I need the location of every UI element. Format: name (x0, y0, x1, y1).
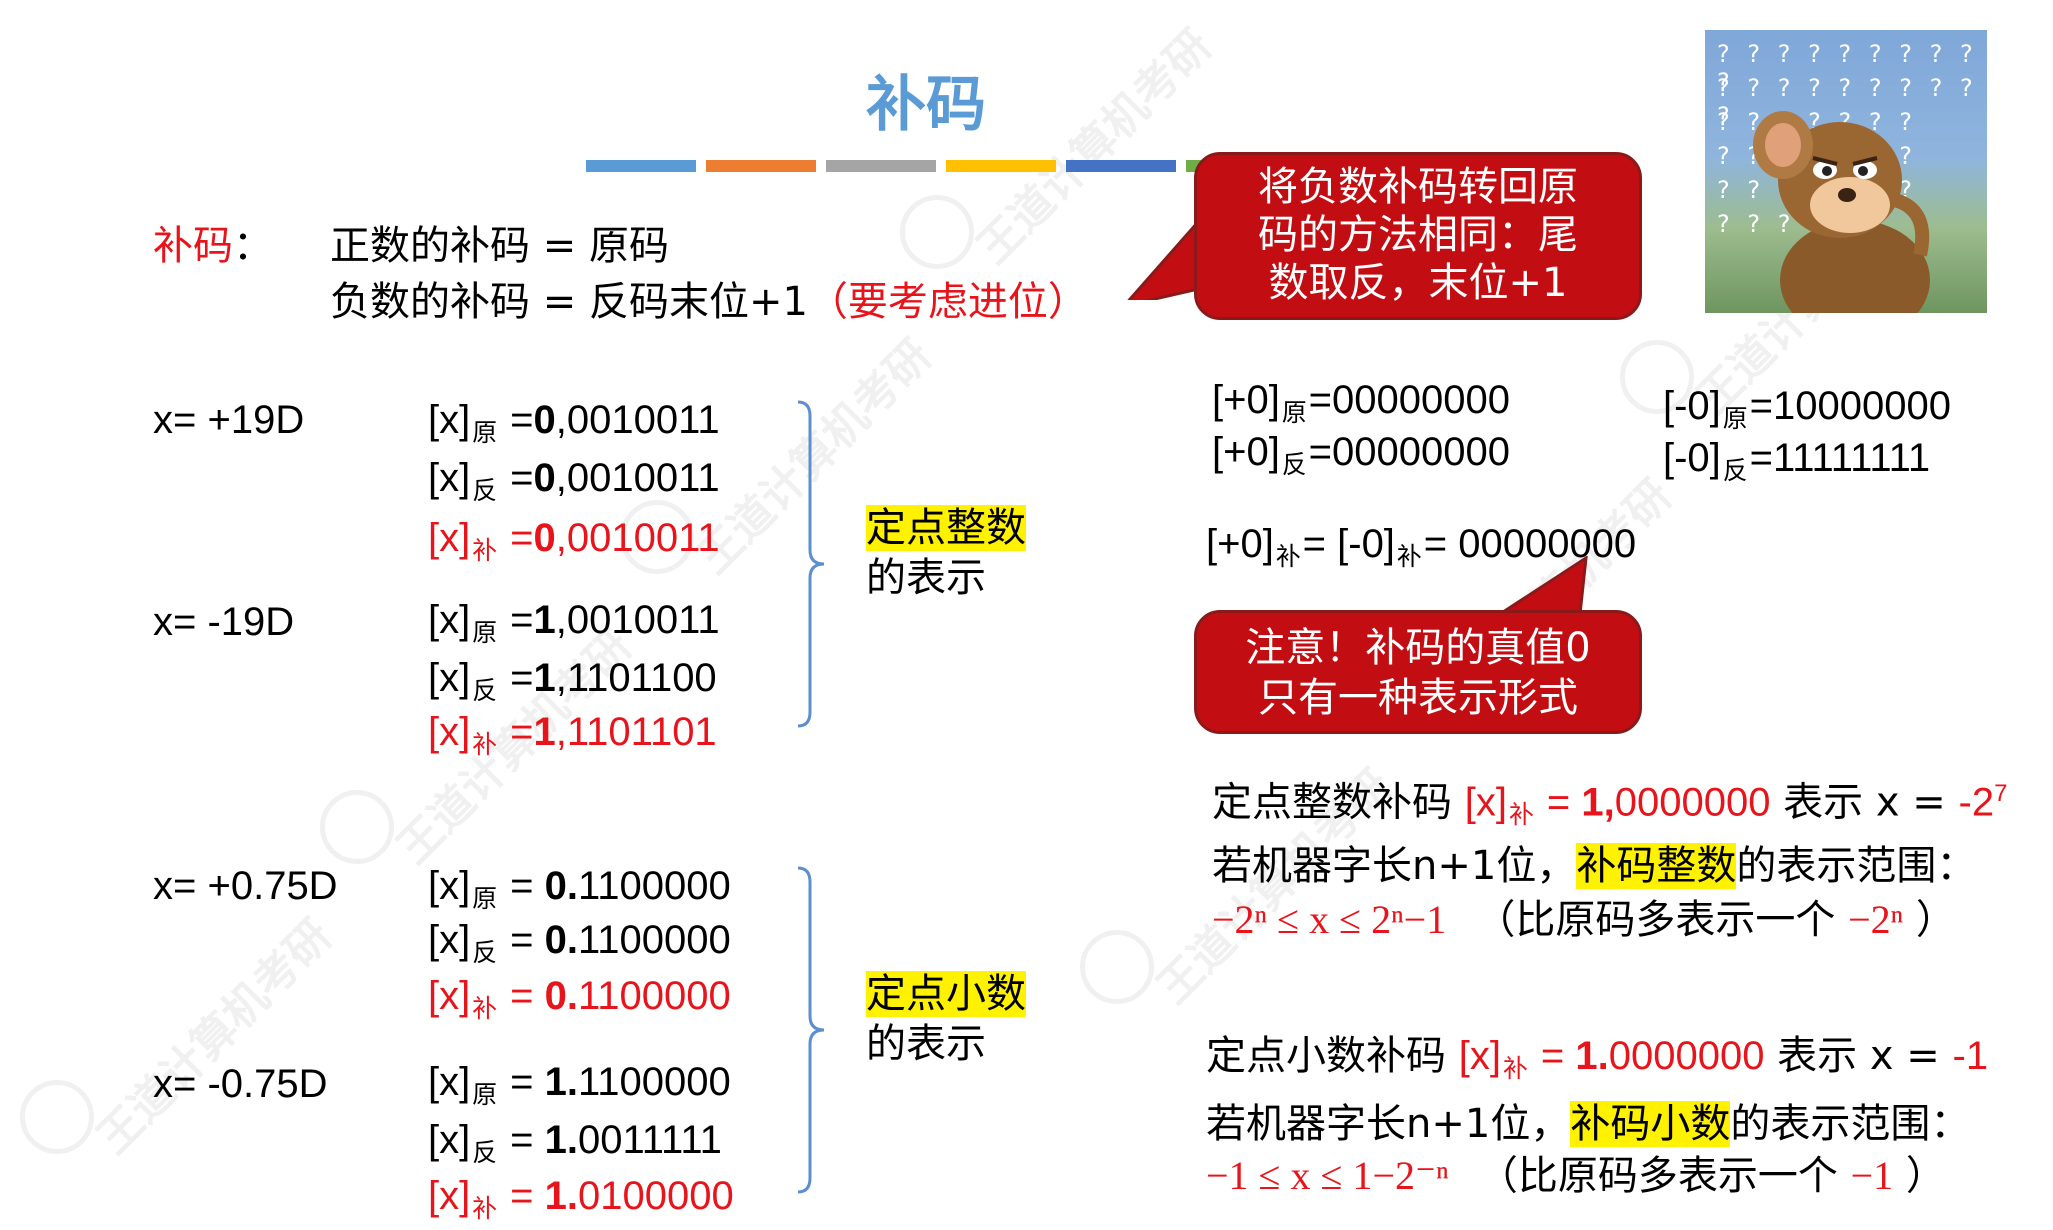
definition-line-2: 负数的补码 = 反码末位+1（要考虑进位） (330, 279, 1088, 325)
x-value: x= -0.75D (153, 1062, 328, 1106)
mouse-icon (1753, 111, 1930, 313)
code-row-inverse: [x]反 = 0.1100000 (428, 918, 731, 967)
code-row-original: [x]原 = 0.1100000 (428, 864, 731, 913)
code-row-inverse: [x]反 =1,1101100 (428, 656, 717, 705)
code-row-complement: [x]补 =0,0010011 (428, 516, 720, 565)
code-row-original: [x]原 =1,0010011 (428, 598, 720, 647)
code-row-complement: [x]补 = 0.1100000 (428, 974, 731, 1023)
color-bar (1066, 160, 1176, 172)
watermark-logo (320, 790, 394, 864)
code-row-complement: [x]补 =1,1101101 (428, 710, 717, 759)
color-bar (826, 160, 936, 172)
x-value: x= +19D (153, 398, 305, 442)
zero-positive-original: [+0]原=00000000 (1212, 378, 1510, 427)
color-bar (586, 160, 696, 172)
fraction-range-formula: −1 ≤ x ≤ 1−2⁻ⁿ （比原码多表示一个 −1 ） (1206, 1153, 1946, 1199)
integer-min-statement: 定点整数补码 [x]补 = 1,0000000 表示 x = -27 (1212, 779, 2008, 830)
integer-range-formula: −2ⁿ ≤ x ≤ 2ⁿ−1 （比原码多表示一个 −2ⁿ ） (1212, 897, 1956, 943)
code-row-inverse: [x]反 = 1.0011111 (428, 1118, 722, 1167)
integer-representation-label: 定点整数 (866, 505, 1026, 551)
zero-complement: [+0]补= [-0]补= 00000000 (1206, 522, 1637, 571)
zero-negative-original: [-0]原=10000000 (1663, 384, 1951, 433)
watermark-logo (620, 500, 694, 574)
watermark-logo (900, 195, 974, 269)
code-row-complement: [x]补 = 1.0100000 (428, 1174, 734, 1223)
integer-range-statement: 若机器字长n+1位，补码整数的表示范围： (1212, 843, 1977, 889)
code-row-inverse: [x]反 =0,0010011 (428, 456, 720, 505)
fraction-brace (797, 866, 825, 1194)
x-value: x= +0.75D (153, 864, 338, 908)
fraction-representation-label-2: 的表示 (866, 1021, 986, 1067)
definition-label: 补码： (153, 223, 273, 269)
zero-negative-inverse: [-0]反=11111111 (1663, 436, 1931, 485)
color-bar (706, 160, 816, 172)
page-title: 补码 (866, 70, 986, 140)
callout-convert-back: 将负数补码转回原 码的方法相同：尾 数取反，末位+1 (1194, 152, 1642, 320)
watermark-logo (1080, 930, 1154, 1004)
definition-line-1: 正数的补码 = 原码 (330, 223, 669, 269)
callout-pointer (1494, 556, 1588, 616)
code-row-original: [x]原 =0,0010011 (428, 398, 720, 447)
watermark-logo (1620, 340, 1694, 414)
callout-note-zero: 注意！补码的真值0 只有一种表示形式 (1194, 610, 1642, 734)
fraction-range-statement: 若机器字长n+1位，补码小数的表示范围： (1206, 1101, 1971, 1147)
x-value: x= -19D (153, 600, 295, 644)
fraction-representation-label: 定点小数 (866, 971, 1026, 1017)
integer-brace (797, 400, 825, 728)
zero-positive-inverse: [+0]反=00000000 (1212, 430, 1510, 479)
watermark-logo (20, 1080, 94, 1154)
confused-mouse-image: ? ? ? ? ? ? ? ? ? ? ? ? ? ? ? ? ? ? ? ? … (1705, 30, 1987, 313)
fraction-min-statement: 定点小数补码 [x]补 = 1.0000000 表示 x = -1 (1206, 1033, 1989, 1083)
code-row-original: [x]原 = 1.1100000 (428, 1060, 731, 1109)
integer-representation-label-2: 的表示 (866, 555, 986, 601)
watermark-text: 王道计算机考研 (87, 909, 342, 1164)
color-bar (946, 160, 1056, 172)
